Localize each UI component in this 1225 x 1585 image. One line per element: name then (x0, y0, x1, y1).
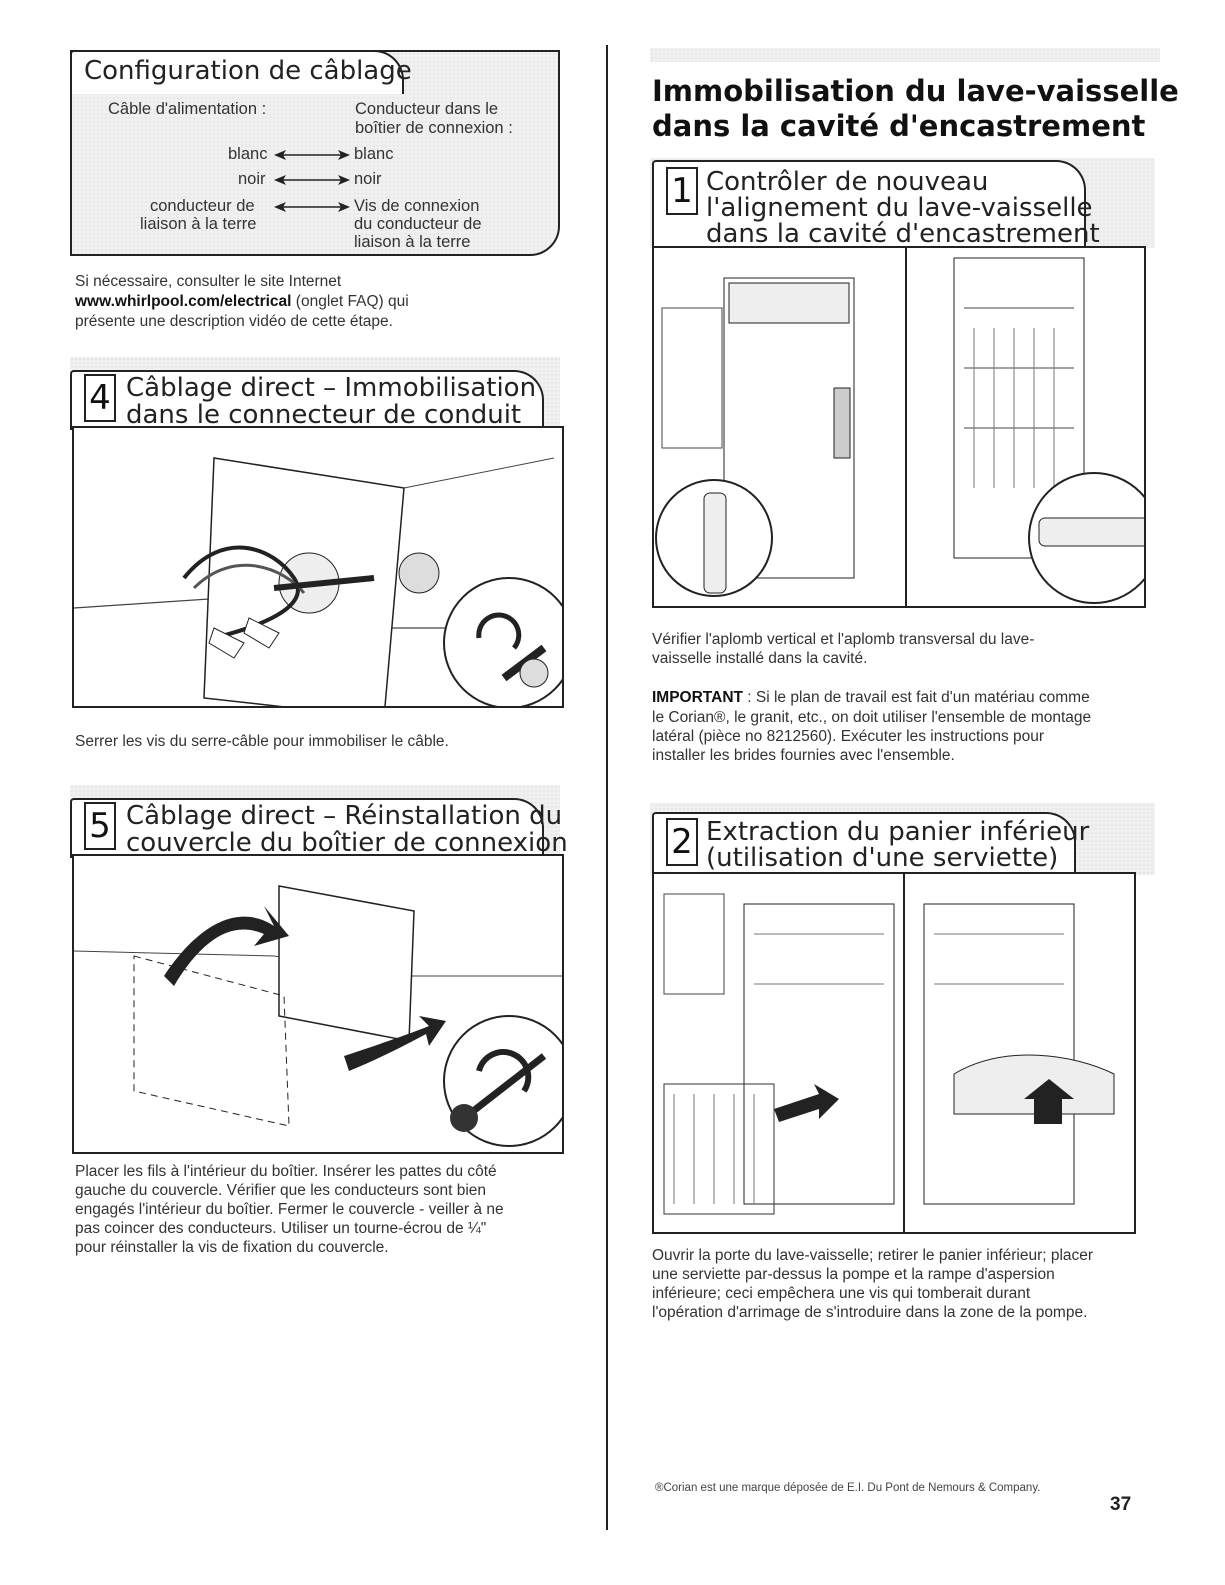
ground-right-2: du conducteur de (354, 215, 482, 233)
step2-title-1: Extraction du panier inférieur (706, 817, 1090, 847)
step1-title-2: l'alignement du lave-vaisselle (706, 193, 1093, 223)
step4-caption: Serrer les vis du serre-câble pour immob… (75, 733, 449, 750)
important-line-3: latéral (pièce no 8212560). Exécuter les… (652, 728, 1045, 745)
wiring-note-line2: www.whirlpool.com/electrical (onglet FAQ… (75, 292, 409, 311)
page-number: 37 (1110, 1494, 1132, 1515)
wiring-note-line3: présente une description vidéo de cette … (75, 313, 393, 330)
wire-left-white: blanc (228, 145, 268, 163)
arrow-ground-icon (272, 199, 352, 220)
step2-caption-4: l'opération d'arrimage de s'introduire d… (652, 1304, 1088, 1321)
important-line-2: le Corian®, le granit, etc., on doit uti… (652, 709, 1092, 726)
important-line-1: IMPORTANT : Si le plan de travail est fa… (652, 688, 1090, 707)
wiring-config-title: Configuration de câblage (84, 56, 412, 86)
ground-left-2: liaison à la terre (140, 215, 257, 233)
step4-tab (70, 370, 544, 430)
footnote: ®Corian est une marque déposée de E.I. D… (655, 1482, 1041, 1494)
ground-right-3: liaison à la terre (354, 233, 471, 251)
step2-caption-3: inférieure; ceci empêchera une vis qui t… (652, 1285, 1031, 1302)
step1-tab (652, 160, 1086, 250)
step5-illustration (72, 854, 564, 1154)
step5-caption-1: Placer les fils à l'intérieur du boîtier… (75, 1163, 497, 1180)
wiring-config-tab (70, 50, 404, 94)
step5-title-1: Câblage direct – Réinstallation du (126, 801, 563, 831)
whirlpool-link[interactable]: www.whirlpool.com/electrical (75, 293, 292, 310)
arrow-black-icon (272, 172, 352, 193)
wiring-note-faq: (onglet FAQ) qui (291, 293, 409, 310)
important-line-4: installer les brides fournies avec l'ens… (652, 747, 955, 764)
wiring-note-line1: Si nécessaire, consulter le site Interne… (75, 273, 342, 290)
ground-left-1: conducteur de (150, 197, 255, 215)
step4-title-2: dans le connecteur de conduit (126, 400, 522, 430)
step2-title-2: (utilisation d'une serviette) (706, 843, 1059, 873)
conduit-connector-drawing (74, 457, 562, 706)
step5-tab (70, 798, 544, 858)
step2-caption-2: une serviette par-dessus la pompe et la … (652, 1266, 1055, 1283)
important-label: IMPORTANT (652, 689, 743, 706)
section-title-2: dans la cavité d'encastrement (652, 109, 1146, 143)
step5-caption-4: pas coincer des conducteurs. Utiliser un… (75, 1220, 487, 1237)
arrow-white-icon (272, 147, 352, 168)
junction-header-2: boîtier de connexion : (355, 119, 513, 137)
junction-header-1: Conducteur dans le (355, 100, 499, 118)
important-text-1: : Si le plan de travail est fait d'un ma… (742, 689, 1090, 706)
step2-caption-1: Ouvrir la porte du lave-vaisselle; retir… (652, 1247, 1094, 1264)
wire-right-black: noir (354, 170, 382, 188)
lower-rack-removal-drawing (663, 874, 1115, 1232)
step1-title-3: dans la cavité d'encastrement (706, 219, 1100, 249)
step2-number: 2 (666, 818, 698, 866)
section-title-1: Immobilisation du lave-vaisselle (652, 74, 1179, 108)
step5-title-2: couvercle du boîtier de connexion (126, 828, 568, 858)
step1-number: 1 (666, 167, 698, 215)
step5-caption-3: engagés l'intérieur du boîtier. Fermer l… (75, 1201, 504, 1218)
wire-left-black: noir (238, 170, 266, 188)
step1-caption-2: vaisselle installé dans la cavité. (652, 650, 868, 667)
junction-cover-drawing (74, 885, 562, 1147)
ground-right-1: Vis de connexion (354, 197, 480, 215)
step5-number: 5 (84, 802, 116, 850)
step4-title-1: Câblage direct – Immobilisation (126, 373, 537, 403)
alignment-check-drawing (655, 248, 1144, 606)
step2-illustration (652, 872, 1136, 1234)
step2-tab (652, 812, 1076, 876)
wire-right-white: blanc (354, 145, 394, 163)
step1-illustration (652, 246, 1146, 608)
column-divider (606, 45, 608, 1530)
step5-caption-5: pour réinstaller la vis de fixation du c… (75, 1239, 389, 1256)
section-header-bar (650, 48, 1160, 62)
step1-caption-1: Vérifier l'aplomb vertical et l'aplomb t… (652, 631, 1035, 648)
power-cable-header: Câble d'alimentation : (108, 100, 267, 118)
step4-illustration (72, 426, 564, 708)
step5-caption-2: gauche du couvercle. Vérifier que les co… (75, 1182, 486, 1199)
step4-number: 4 (84, 374, 116, 422)
step1-title-1: Contrôler de nouveau (706, 167, 989, 197)
